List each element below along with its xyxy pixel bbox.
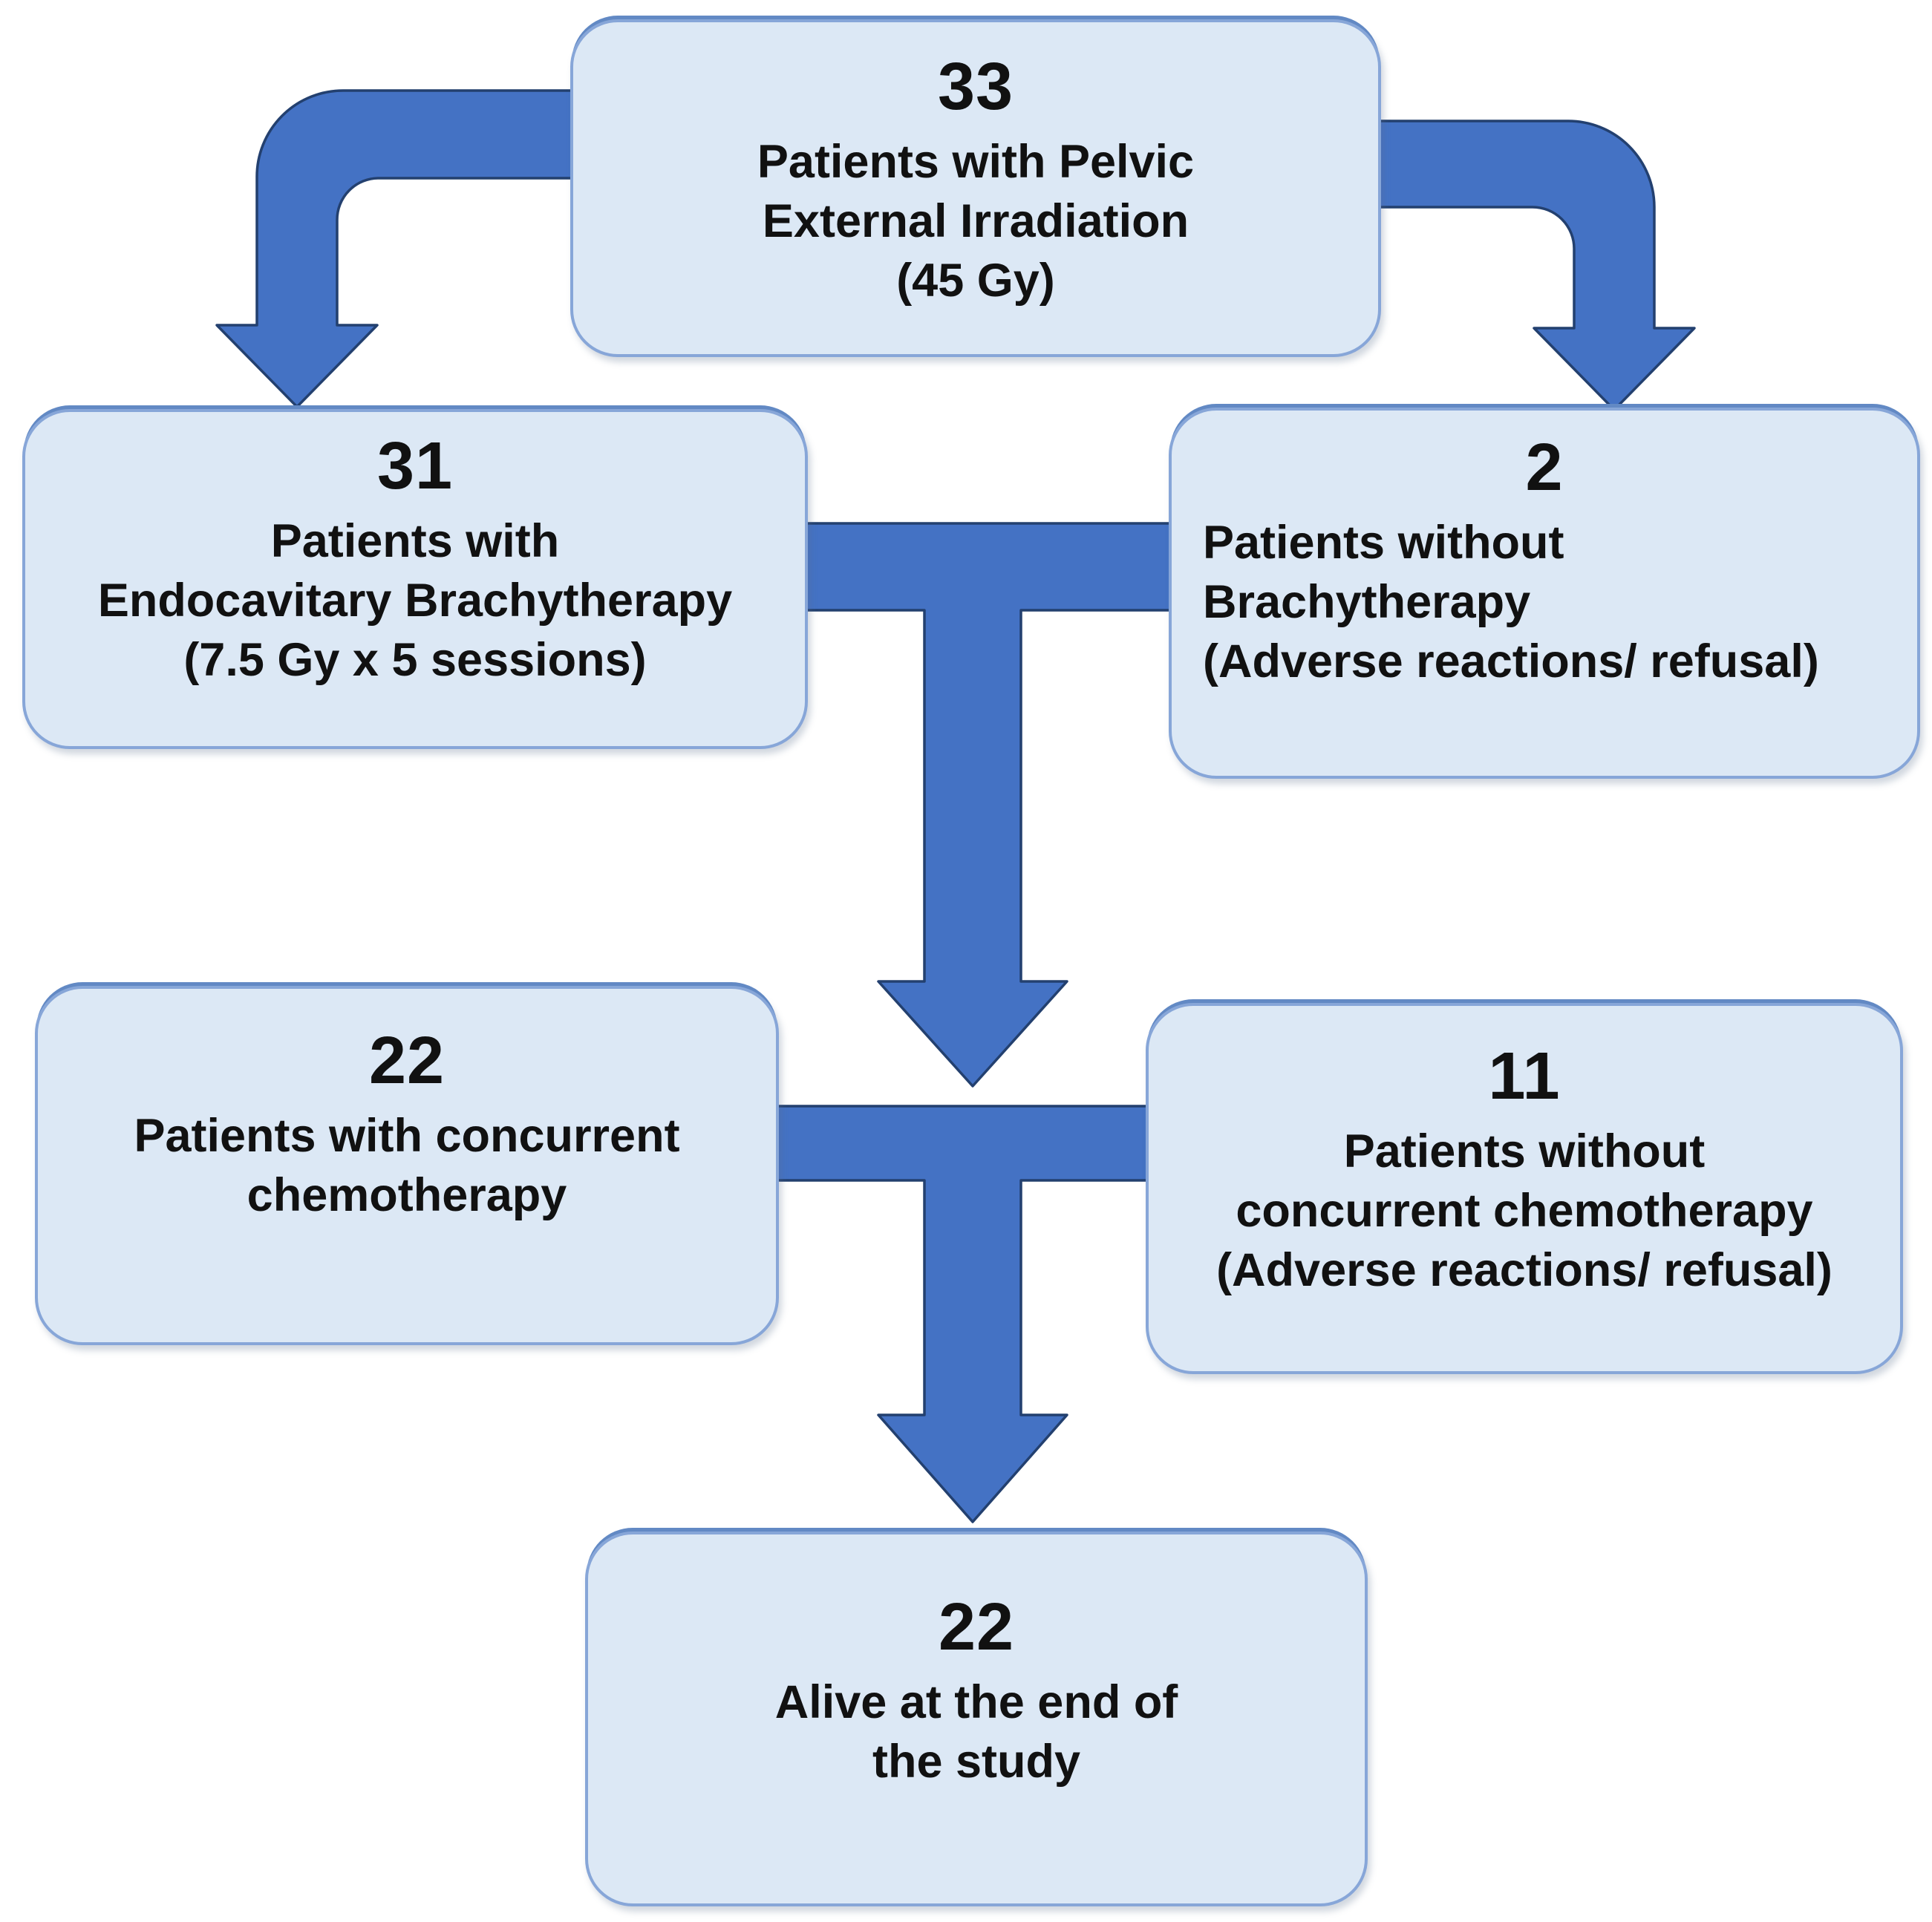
node-text: Patients without concurrent chemotherapy… (1149, 1122, 1900, 1300)
node-number: 2 (1525, 431, 1564, 505)
node-text: Patients without Brachytherapy (Adverse … (1172, 513, 1917, 691)
node-box-no-brachytherapy: 2 Patients without Brachytherapy (Advers… (1169, 408, 1920, 779)
node-line: the study (872, 1736, 1081, 1788)
node-line: (7.5 Gy x 5 sessions) (183, 634, 647, 686)
node-line: External Irradiation (762, 195, 1189, 247)
node-box-concurrent-chemotherapy: 22 Patients with concurrent chemotherapy (35, 986, 779, 1345)
node-number: 22 (368, 1024, 446, 1098)
node-line: Patients with (270, 515, 560, 567)
node-text: Patients with Pelvic External Irradiatio… (573, 132, 1378, 310)
node-line: Patients without (1203, 517, 1564, 569)
node-number: 11 (1488, 1039, 1561, 1114)
node-box-total-patients: 33 Patients with Pelvic External Irradia… (570, 19, 1381, 357)
node-number: 22 (938, 1590, 1015, 1664)
arrow-chemo-split-down (763, 1105, 1164, 1523)
node-line: Patients with Pelvic (757, 136, 1195, 188)
node-box-alive-end-of-study: 22 Alive at the end of the study (585, 1532, 1368, 1906)
node-number: 31 (376, 429, 454, 503)
arrow-total-to-brachy (215, 89, 595, 408)
arrow-brachy-split-down (793, 522, 1182, 1088)
node-text: Alive at the end of the study (588, 1673, 1365, 1791)
node-text: Patients with Endocavitary Brachytherapy… (25, 511, 805, 690)
node-line: (Adverse reactions/ refusal) (1216, 1244, 1833, 1296)
node-line: Patients without (1343, 1125, 1706, 1177)
node-line: Brachytherapy (1203, 576, 1531, 628)
node-line: Endocavitary Brachytherapy (97, 575, 733, 627)
node-line: (Adverse reactions/ refusal) (1203, 635, 1819, 687)
node-line: (45 Gy) (896, 255, 1055, 307)
node-number: 33 (937, 50, 1014, 124)
node-line: Alive at the end of (774, 1676, 1178, 1728)
node-line: chemotherapy (247, 1169, 567, 1221)
node-box-no-concurrent-chemotherapy: 11 Patients without concurrent chemother… (1146, 1003, 1903, 1374)
node-box-brachytherapy: 31 Patients with Endocavitary Brachyther… (22, 409, 808, 749)
arrow-total-to-no-brachy (1365, 120, 1696, 411)
node-text: Patients with concurrent chemotherapy (38, 1106, 776, 1225)
node-line: concurrent chemotherapy (1236, 1185, 1813, 1237)
node-line: Patients with concurrent (134, 1110, 680, 1162)
